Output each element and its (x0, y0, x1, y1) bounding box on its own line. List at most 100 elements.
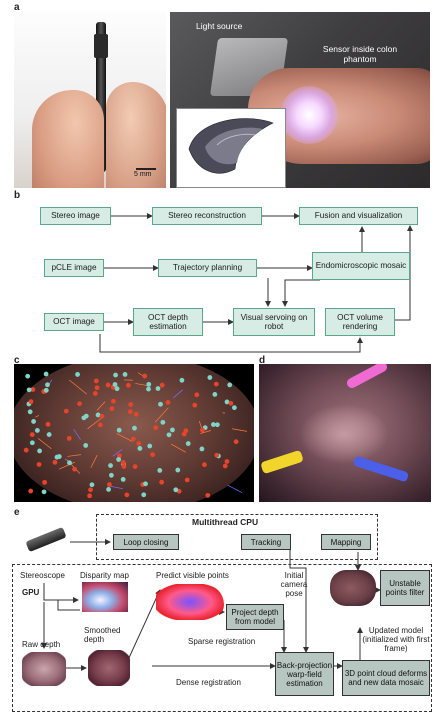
tracked-point-red (88, 487, 93, 493)
tracked-point-teal (112, 382, 118, 387)
loop-closing-box: Loop closing (113, 534, 179, 550)
oct-image-box: OCT image (44, 313, 104, 331)
tracked-point-red (200, 427, 205, 433)
panel-c-image (14, 364, 254, 502)
tracked-point-teal (212, 391, 218, 397)
tracked-point-red (111, 398, 116, 404)
tracked-point-teal (109, 472, 114, 478)
tracked-point-red (42, 479, 48, 485)
tracked-point-red (159, 479, 165, 485)
tracked-point-red (94, 385, 100, 391)
track-line (200, 430, 211, 434)
tracked-point-teal (31, 419, 36, 424)
track-line (227, 484, 243, 493)
track-line (69, 379, 88, 395)
pcle-image-box: pCLE image (44, 259, 104, 277)
tracked-point-red (165, 400, 171, 405)
oct-volume-rendering-box: OCT volume rendering (325, 308, 395, 336)
panel-e-label: e (14, 507, 20, 518)
tracked-point-red (126, 382, 131, 388)
yellow-instrument (260, 449, 304, 475)
tracked-point-teal (146, 386, 151, 392)
tracked-point-red (150, 452, 156, 458)
stereo-reconstruction-box: Stereo reconstruction (152, 207, 262, 225)
tracked-point-red (159, 382, 165, 388)
tracked-point-teal (27, 409, 33, 415)
track-line (173, 389, 183, 399)
tracked-point-teal (120, 476, 126, 482)
predicted-points-image (156, 584, 224, 620)
tracked-point-teal (143, 481, 148, 487)
panel-a-photo-right: Light source Sensor inside colon phantom (170, 12, 430, 188)
tracked-point-teal (45, 382, 50, 388)
tracked-point-teal (141, 492, 147, 498)
tracked-point-red (120, 460, 126, 465)
panel-c-label: c (14, 355, 20, 366)
unstable-points-filter-box: Unstable points filter (380, 570, 430, 606)
tracked-point-teal (170, 427, 175, 433)
tracked-point-red (136, 441, 142, 446)
track-line (154, 407, 169, 423)
tracked-point-teal (158, 401, 163, 407)
tracked-point-red (222, 463, 228, 469)
tracked-point-teal (116, 427, 122, 433)
tissue-fold (299, 404, 389, 464)
initial-camera-pose-label: Initial camera pose (280, 571, 308, 598)
tracked-point-red (121, 463, 127, 469)
panel-a-photo-left: 5 mm (14, 12, 166, 188)
tracked-point-teal (227, 382, 233, 388)
tracked-point-red (30, 387, 36, 392)
tracked-point-red (109, 406, 115, 412)
tracked-point-red (117, 453, 122, 459)
tracked-point-red (184, 477, 190, 483)
mapping-box: Mapping (321, 534, 371, 550)
tracked-point-teal (175, 467, 181, 473)
track-line (90, 454, 98, 468)
raw-depth-image (22, 652, 66, 686)
tracked-point-teal (43, 371, 49, 377)
mosaic-model-image (330, 570, 376, 606)
tracked-point-red (128, 402, 134, 407)
tracked-point-teal (210, 422, 216, 427)
tracked-point-teal (89, 482, 95, 488)
tracked-point-teal (147, 443, 153, 449)
tracked-point-red (107, 482, 112, 487)
tracked-point-red (127, 409, 133, 415)
tracked-point-teal (207, 375, 213, 380)
tracked-point-red (153, 425, 159, 431)
tracked-point-red (72, 466, 77, 472)
tracked-point-teal (155, 386, 161, 391)
tracked-point-red (66, 435, 72, 441)
track-line (232, 428, 248, 432)
tracked-point-red (99, 413, 105, 419)
tracked-point-teal (185, 441, 191, 446)
reconstruction-inset-graphic (188, 118, 274, 174)
light-source-label: Light source (196, 21, 243, 31)
sensor-glow (280, 86, 338, 144)
sparse-registration-label: Sparse registration (188, 637, 256, 646)
tracked-point-teal (83, 443, 89, 448)
tracked-point-teal (166, 432, 172, 438)
tracked-point-red (124, 492, 130, 498)
endomicroscopic-mosaic-box: Endomicroscopic mosaic (312, 252, 410, 280)
tracked-point-red (93, 378, 99, 384)
point-cloud-overlay (23, 371, 248, 499)
tracked-point-teal (179, 377, 185, 383)
tracked-point-teal (157, 468, 163, 473)
stereoscope-device-icon (25, 526, 67, 553)
tracked-point-red (36, 462, 42, 467)
tracked-point-teal (122, 372, 128, 377)
multithread-cpu-label: Multithread CPU (192, 517, 259, 527)
tracking-box: Tracking (241, 534, 291, 550)
sensor-label: Sensor inside colon phantom (322, 44, 398, 64)
probe-tip (94, 34, 108, 58)
gpu-container (12, 564, 432, 712)
tracked-point-teal (160, 419, 166, 425)
tracked-point-red (28, 488, 34, 494)
tracked-point-red (97, 422, 103, 428)
tracked-point-red (228, 400, 234, 406)
predict-visible-points-label: Predict visible points (156, 571, 229, 580)
tracked-point-teal (43, 387, 49, 393)
tracked-point-red (28, 399, 34, 405)
tracked-point-red (213, 381, 219, 387)
